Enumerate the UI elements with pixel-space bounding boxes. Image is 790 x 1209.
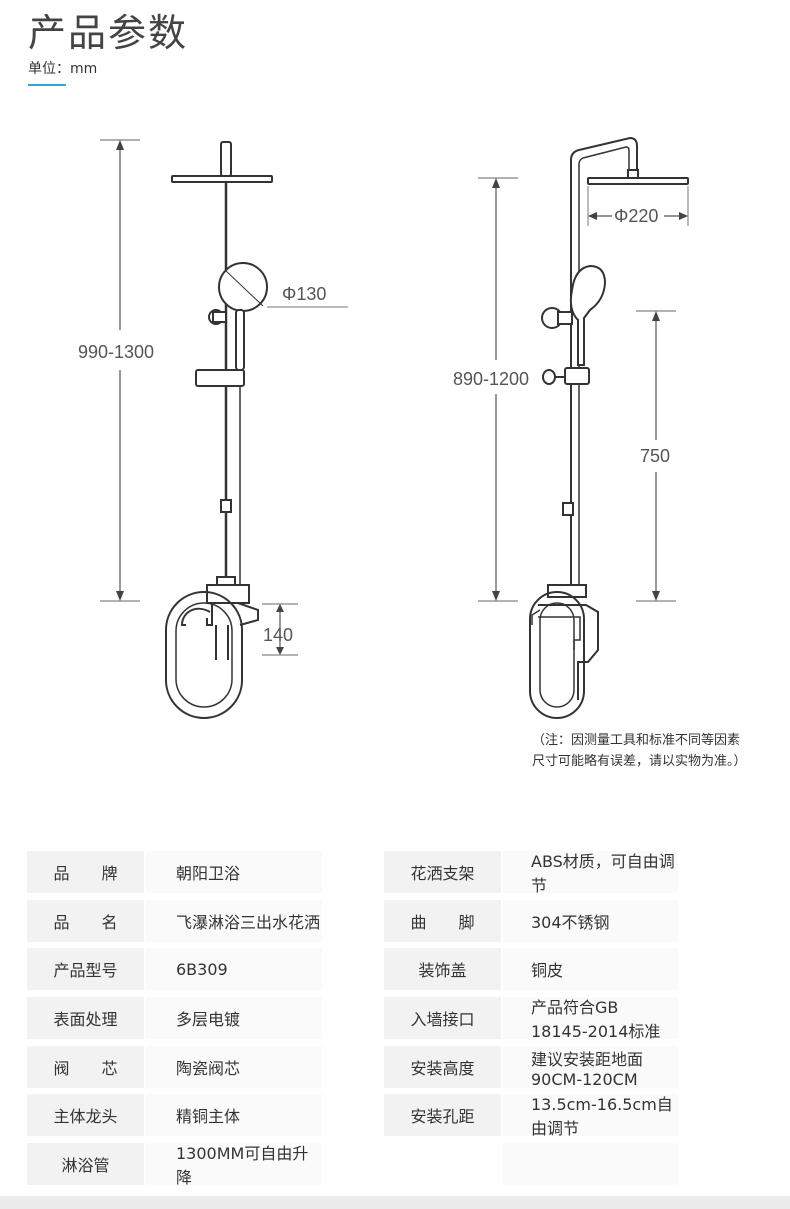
spec-value-surface: 多层电镀 xyxy=(146,997,322,1039)
spec-label-valve: 阀 芯 xyxy=(27,1046,144,1088)
unit-underline xyxy=(28,84,66,86)
spec-label-pipe: 淋浴管 xyxy=(27,1143,144,1185)
spec-label-hole-distance: 安装孔距 xyxy=(384,1094,501,1136)
dim-top-shower: Φ220 xyxy=(614,206,658,226)
dim-right-height: 890-1200 xyxy=(453,369,529,389)
measurement-note: （注：因测量工具和标准不同等因素 尺寸可能略有误差，请以实物为准。） xyxy=(532,730,782,772)
spec-label-name: 品 名 xyxy=(27,900,144,942)
spec-label-model: 产品型号 xyxy=(27,948,144,990)
dim-faucet-height: 140 xyxy=(263,625,293,645)
spec-label-leg: 曲 脚 xyxy=(384,900,501,942)
front-view: 990-1300 Φ130 xyxy=(78,139,348,719)
side-view: 890-1200 Φ220 750 xyxy=(453,136,689,719)
note-line-1: （注：因测量工具和标准不同等因素 xyxy=(532,733,741,748)
spec-value-pipe: 1300MM可自由升降 xyxy=(146,1143,322,1187)
spec-label-bracket: 花洒支架 xyxy=(384,851,501,893)
spec-value-cover: 铜皮 xyxy=(503,948,678,990)
spec-label-brand: 品 牌 xyxy=(27,851,144,893)
dim-hand-shower: Φ130 xyxy=(282,284,326,304)
spec-value-valve: 陶瓷阀芯 xyxy=(146,1046,322,1088)
spec-value-hole-distance: 13.5cm-16.5cm自由调节 xyxy=(503,1094,678,1138)
spec-empty-cell xyxy=(503,1143,678,1185)
dim-slide-length: 750 xyxy=(640,446,670,466)
spec-value-body: 精铜主体 xyxy=(146,1094,322,1136)
dim-left-height: 990-1300 xyxy=(78,342,154,362)
spec-value-name: 飞瀑淋浴三出水花洒 xyxy=(146,900,322,942)
product-diagram: 990-1300 Φ130 xyxy=(78,136,689,719)
spec-value-bracket: ABS材质，可自由调节 xyxy=(503,851,678,895)
spec-value-interface: 产品符合GB 18145-2014标准 xyxy=(503,997,678,1041)
spec-label-body: 主体龙头 xyxy=(27,1094,144,1136)
bottom-bar xyxy=(0,1196,790,1209)
spec-label-surface: 表面处理 xyxy=(27,997,144,1039)
unit-label: 单位：mm xyxy=(28,61,98,77)
spec-value-brand: 朝阳卫浴 xyxy=(146,851,322,893)
spec-label-install-height: 安装高度 xyxy=(384,1046,501,1088)
spec-value-leg: 304不锈钢 xyxy=(503,900,678,942)
spec-value-install-height: 建议安装距地面90CM-120CM xyxy=(503,1046,678,1089)
spec-label-interface: 入墙接口 xyxy=(384,997,501,1039)
note-line-2: 尺寸可能略有误差，请以实物为准。） xyxy=(532,754,747,769)
spec-value-model: 6B309 xyxy=(146,948,322,990)
spec-label-cover: 装饰盖 xyxy=(384,948,501,990)
page-title: 产品参数 xyxy=(28,11,189,55)
